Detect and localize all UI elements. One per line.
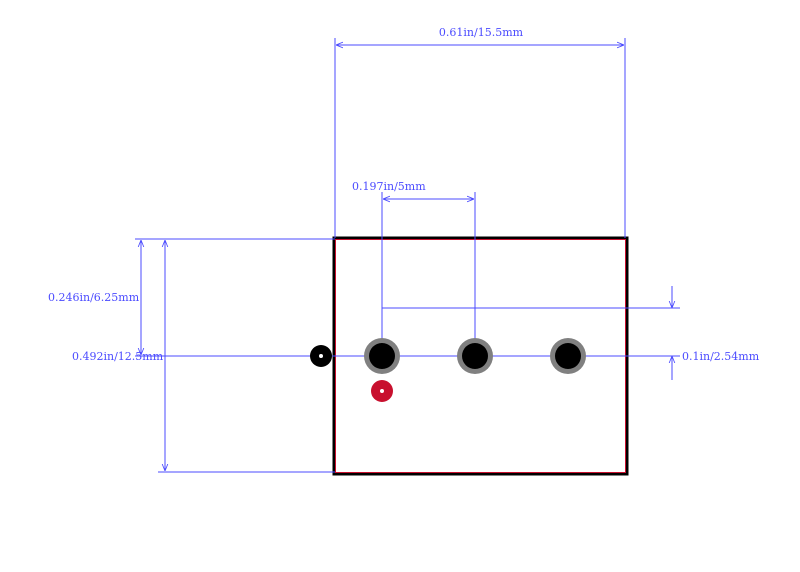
pin1-marker — [310, 345, 332, 367]
pad-pin-3 — [550, 338, 586, 374]
extension-lines — [135, 38, 680, 473]
polarity-marker — [371, 380, 393, 402]
label-pad-offset: 0.1in/2.54mm — [682, 350, 760, 363]
label-overall-height: 0.492in/12.5mm — [72, 350, 164, 363]
label-pin-pitch: 0.197in/5mm — [352, 180, 426, 193]
label-top-to-center: 0.246in/6.25mm — [48, 291, 140, 304]
label-overall-width: 0.61in/15.5mm — [439, 26, 524, 39]
pad-pin-2 — [457, 338, 493, 374]
pad-pin-1 — [364, 338, 400, 374]
